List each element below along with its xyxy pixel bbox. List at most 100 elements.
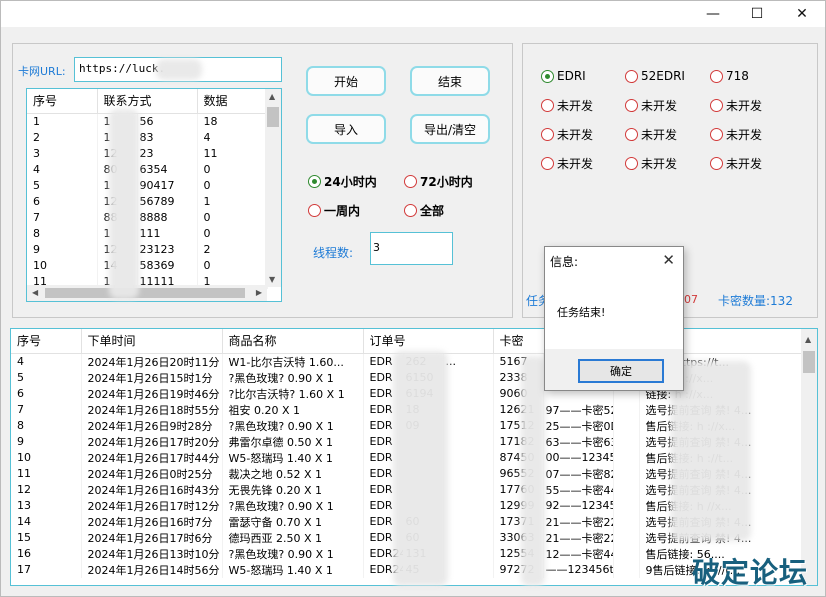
table-cell: W5-怒瑞玛 1.40 X 1 [222,561,364,578]
table-cell: 9 [11,433,82,450]
table-cell [443,513,494,530]
table-cell: 11 [11,465,82,482]
table-cell [443,385,494,402]
radio-72h[interactable]: 72小时内 [404,173,473,190]
scroll-right-icon[interactable]: ▶ [255,288,262,297]
table-cell: 1 [197,193,268,209]
table-cell: 2024年1月26日20时11分 [81,353,223,370]
table-cell: 2024年1月26日9时28分 [81,417,223,434]
contact-grid-hscroll[interactable]: ◀ ▶ [27,285,267,301]
table-cell: ?比尔吉沃特? 1.60 X 1 [222,385,364,402]
radio-label: 一周内 [324,204,361,218]
site-radio[interactable]: EDRI [541,69,586,83]
radio-label: 未开发 [726,157,763,171]
thread-count-input[interactable]: 3 [370,232,453,265]
table-cell: 1 [27,113,98,129]
site-radio[interactable]: 未开发 [710,155,762,172]
site-radio[interactable]: 未开发 [625,126,677,143]
table-cell [443,497,494,514]
scroll-left-icon[interactable]: ◀ [32,288,39,297]
end-button[interactable]: 结束 [410,66,490,96]
site-radio[interactable]: 未开发 [541,155,593,172]
site-radio[interactable]: 未开发 [710,97,762,114]
scroll-thumb[interactable] [267,107,279,127]
contact-grid-vscroll[interactable]: ▲ ▼ [265,89,281,287]
scroll-thumb[interactable] [45,288,245,298]
radio-week[interactable]: 一周内 [308,202,360,219]
col-header[interactable]: 商品名称 [222,329,364,354]
radio-all[interactable]: 全部 [404,202,444,219]
col-header[interactable]: 序号 [11,329,82,354]
order-grid-vscroll[interactable]: ▲ [801,329,817,585]
dialog-close-icon[interactable]: ✕ [662,251,675,269]
table-cell [613,561,640,578]
site-radio[interactable]: 未开发 [625,97,677,114]
radio-dot-icon [308,204,321,217]
contact-grid[interactable]: 序号 联系方式 数据 11561821834312231148063540519… [26,88,282,302]
import-button[interactable]: 导入 [306,114,386,144]
radio-dot-icon [541,157,554,170]
dialog-ok-button[interactable]: 确定 [578,359,664,383]
redaction-blur [109,109,139,299]
col-header[interactable]: 序号 [27,89,98,114]
table-row[interactable]: 78888880 [27,209,268,225]
scroll-down-icon[interactable]: ▼ [269,275,276,284]
radio-dot-icon [710,69,723,83]
table-row[interactable]: 912231232 [27,241,268,257]
site-radio[interactable]: 52EDRI [625,69,685,83]
export-clear-label: 导出/清空 [423,122,477,137]
col-header[interactable]: 数据 [197,89,268,114]
site-radio[interactable]: 未开发 [541,97,593,114]
table-cell: 0 [197,257,268,273]
table-cell [443,545,494,562]
dialog-footer: 确定 [545,349,683,390]
radio-24h[interactable]: 24小时内 [308,173,377,190]
table-row[interactable]: 48063540 [27,161,268,177]
table-cell: 18 [197,113,268,129]
minimize-icon: — [706,6,720,22]
close-button[interactable]: ✕ [780,1,824,27]
url-value: https://luck. [79,62,166,75]
radio-label: 未开发 [641,128,678,142]
site-radio[interactable]: 未开发 [710,126,762,143]
table-cell: 21——卡密22... [543,529,614,546]
table-row[interactable]: 3122311 [27,145,268,161]
scroll-thumb[interactable] [803,351,815,373]
table-row[interactable]: 1014583690 [27,257,268,273]
radio-label: 52EDRI [641,69,685,83]
table-cell: ... [443,353,494,370]
col-header[interactable]: 订单号 [363,329,494,354]
scroll-up-icon[interactable]: ▲ [269,92,276,101]
start-button[interactable]: 开始 [306,66,386,96]
redaction-blur [521,356,545,586]
table-cell [613,513,640,530]
redaction-blur [156,59,202,80]
table-cell: 7 [11,401,82,418]
table-cell: 0 [197,161,268,177]
table-cell: 8888 [137,209,198,225]
site-radio[interactable]: 718 [710,69,749,83]
site-radio[interactable]: 未开发 [541,126,593,143]
export-clear-button[interactable]: 导出/清空 [410,114,490,144]
table-cell [443,369,494,386]
site-radio[interactable]: 未开发 [625,155,677,172]
scroll-up-icon[interactable]: ▲ [805,335,812,344]
table-row[interactable]: 612567891 [27,193,268,209]
table-cell: 14 [11,513,82,530]
col-header[interactable]: 下单时间 [81,329,223,354]
table-cell: 2 [27,129,98,145]
table-cell: 90417 [137,177,198,193]
maximize-button[interactable]: ☐ [735,1,779,27]
table-cell: W5-怒瑞玛 1.40 X 1 [222,449,364,466]
minimize-button[interactable]: — [691,1,735,27]
